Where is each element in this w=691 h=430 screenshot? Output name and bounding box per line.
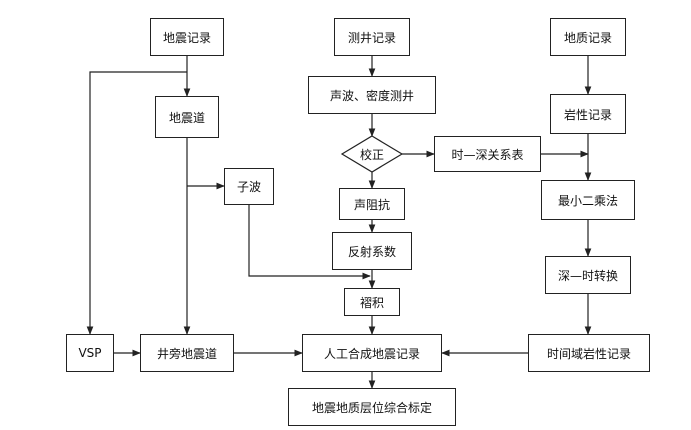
connector-seismic-to-vsp	[86, 71, 187, 335]
node-vsp: VSP	[66, 334, 114, 372]
node-acoustic-impedance: 声阻抗	[339, 188, 405, 220]
node-least-squares: 最小二乘法	[541, 180, 635, 220]
node-calibration: 地震地质层位综合标定	[288, 388, 456, 426]
node-seismic-record: 地震记录	[150, 18, 224, 56]
node-convolution: 褶积	[344, 288, 400, 316]
node-synthetic-seismogram: 人工合成地震记录	[302, 334, 442, 372]
node-correction: 校正	[359, 147, 384, 162]
node-wavelet: 子波	[224, 168, 274, 205]
connector-wavelet-to-convolution	[248, 205, 371, 280]
node-time-domain-lithology: 时间域岩性记录	[528, 334, 650, 372]
node-depth-time-conversion: 深—时转换	[545, 256, 631, 294]
node-time-depth-table: 时—深关系表	[434, 136, 541, 172]
node-sonic-density-log: 声波、密度测井	[308, 76, 436, 114]
node-seismic-trace: 地震道	[155, 96, 219, 138]
node-reflection-coefficient: 反射系数	[332, 232, 412, 270]
node-lithology-record: 岩性记录	[550, 94, 626, 134]
correction-diamond	[340, 135, 404, 173]
node-borehole-seismic-trace: 井旁地震道	[140, 334, 234, 372]
node-well-log-record: 测井记录	[334, 18, 410, 56]
node-geology-record: 地质记录	[550, 18, 626, 56]
